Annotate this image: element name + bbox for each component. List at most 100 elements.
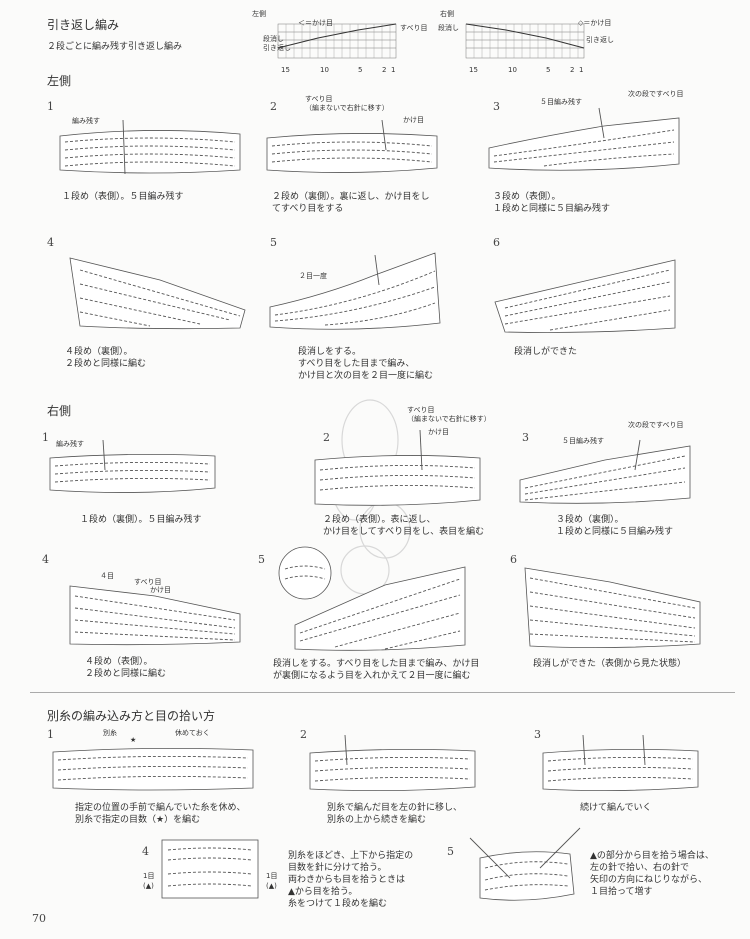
section-subtitle: ２段ごとに編み残す引き返し編み xyxy=(47,42,183,52)
step-caption: 目数を針に分けて拾う。 xyxy=(288,863,387,873)
knitting-illustration xyxy=(494,259,676,333)
step-number: 1 xyxy=(42,431,49,444)
left-section-title: 左側 xyxy=(47,74,72,88)
step-caption: 別糸の上から続きを編む xyxy=(327,815,427,825)
chart-right-tick: 2 xyxy=(570,66,575,74)
section-divider xyxy=(30,692,735,693)
step-caption: 矢印の方向にねじりながら、 xyxy=(590,875,708,885)
step-caption: ▲の部分から目を拾う場合は、 xyxy=(590,851,714,861)
chart-right-side: 右側 xyxy=(440,10,454,18)
knitting-illustration xyxy=(314,429,481,506)
step-number: 5 xyxy=(447,845,454,858)
chart-left-side: 左側 xyxy=(252,10,266,18)
step-caption: １段め（表側）。５目編み残す xyxy=(62,192,184,202)
knitting-illustration xyxy=(309,734,476,791)
step-caption: 左の針で拾い、右の針で xyxy=(590,863,690,873)
chart-left-tick: 1 xyxy=(391,66,396,74)
step-caption: 別糸をほどき、上下から指定の xyxy=(288,851,414,861)
step-caption: 両わきからも目を拾うときは xyxy=(288,875,406,885)
step-caption: 指定の位置の手前で編んでいた糸を休め、 xyxy=(75,803,246,813)
chart-right-kakeme: ◇＝かけ目 xyxy=(578,19,612,27)
step-number: 5 xyxy=(258,553,265,566)
step-caption: 糸をつけて１段めを編む xyxy=(288,899,388,909)
step-caption: 別糸で編んだ目を左の針に移し、 xyxy=(327,803,463,813)
step-caption: ２段めと同様に編む xyxy=(65,359,147,369)
step-note: かけ目 xyxy=(428,428,449,436)
step-number: 4 xyxy=(142,845,149,858)
step-number: 4 xyxy=(47,236,54,249)
step-caption: てすべり目をする xyxy=(272,204,344,214)
step-number: 3 xyxy=(534,728,541,741)
step-note: ４目 xyxy=(100,572,114,580)
page-number: 70 xyxy=(32,912,46,925)
step-caption: ４段め（表側）。 xyxy=(85,657,153,667)
knitting-illustration xyxy=(49,439,216,493)
step-caption: 段消しをする。すべり目をした目まで編み、かけ目 xyxy=(273,659,480,669)
bottom-section-title: 別糸の編み込み方と目の拾い方 xyxy=(47,709,216,723)
step-caption: １段めと同様に５目編み残す xyxy=(493,204,611,214)
chart-left-grid xyxy=(277,23,397,59)
chart-right-tick: 15 xyxy=(469,66,478,74)
step-note: かけ目 xyxy=(403,116,424,124)
knitting-illustration xyxy=(488,107,680,171)
chart-right-tick: 5 xyxy=(546,66,551,74)
step-note: （編まないで右針に移す） xyxy=(407,415,491,423)
step-note: かけ目 xyxy=(150,586,171,594)
chart-left-hikikaeshi: 引き返し xyxy=(263,44,291,52)
step-note: ５目編み残す xyxy=(540,98,582,106)
chart-left-kakeme: ＜＝かけ目 xyxy=(298,19,333,27)
step-note: ★ xyxy=(130,736,137,744)
step-caption: が裏側になるよう目を入れかえて２目一度に編む xyxy=(273,671,471,681)
step-number: 6 xyxy=(493,236,500,249)
step-caption: 別糸で指定の目数（★）を編む xyxy=(75,815,201,825)
step-caption: ▲から目を拾う。 xyxy=(288,887,358,897)
step-caption: 段消しができた（表側から見た状態） xyxy=(533,659,687,669)
step-number: 4 xyxy=(42,553,49,566)
step-caption: １目拾って増す xyxy=(590,887,653,897)
knitting-illustration xyxy=(161,839,259,899)
step-caption: ３段め（裏側）。 xyxy=(556,515,624,525)
step-note: （編まないで右針に移す） xyxy=(305,104,389,112)
knitting-illustration xyxy=(52,748,254,791)
step-note: 1目 xyxy=(266,872,278,880)
step-note: 次の段ですべり目 xyxy=(628,421,684,429)
section-title: 引き返し編み xyxy=(47,18,120,32)
knitting-illustration xyxy=(524,567,701,648)
step-note: 別糸 xyxy=(103,729,117,737)
step-number: 3 xyxy=(522,431,529,444)
step-note: 編み残す xyxy=(72,117,100,125)
chart-left-tick: 15 xyxy=(281,66,290,74)
knitting-illustration xyxy=(266,119,438,173)
step-caption: かけ目をしてすべり目をし、表目を編む xyxy=(323,527,485,537)
step-note: 1目 xyxy=(143,872,155,880)
knitting-illustration xyxy=(542,734,699,791)
step-note: 休めておく xyxy=(175,729,210,737)
step-caption: ４段め（裏側）。 xyxy=(65,347,133,357)
step-number: 2 xyxy=(323,431,330,444)
step-number: 2 xyxy=(300,728,307,741)
step-note: 編み残す xyxy=(56,440,84,448)
step-number: 3 xyxy=(493,100,500,113)
knitting-illustration xyxy=(59,119,241,175)
step-caption: 続けて編んでいく xyxy=(580,803,652,813)
step-caption: かけ目と次の目を２目一度に編む xyxy=(298,371,434,381)
step-note: ２目一度 xyxy=(299,272,327,280)
chart-right-hikikaeshi: 引き返し xyxy=(586,36,614,44)
knitting-illustration xyxy=(278,546,466,651)
knitting-illustration xyxy=(469,827,581,901)
step-caption: １段めと同様に５目編み残す xyxy=(556,527,674,537)
step-caption: 段消しができた xyxy=(514,347,578,357)
step-note: ５目編み残す xyxy=(562,437,604,445)
step-note: すべり目 xyxy=(305,95,333,103)
chart-left-suberime: すべり目 xyxy=(400,24,428,32)
step-note: すべり目 xyxy=(407,406,435,414)
step-number: 1 xyxy=(47,728,54,741)
step-caption: すべり目をした目まで編み、 xyxy=(298,359,415,369)
step-caption: １段め（裏側）。５目編み残す xyxy=(80,515,202,525)
chart-left-tick: 5 xyxy=(358,66,363,74)
chart-right-tick: 1 xyxy=(579,66,584,74)
step-caption: ２段めと同様に編む xyxy=(85,669,167,679)
step-number: 6 xyxy=(510,553,517,566)
step-number: 1 xyxy=(47,100,54,113)
chart-right-grid xyxy=(465,23,585,59)
